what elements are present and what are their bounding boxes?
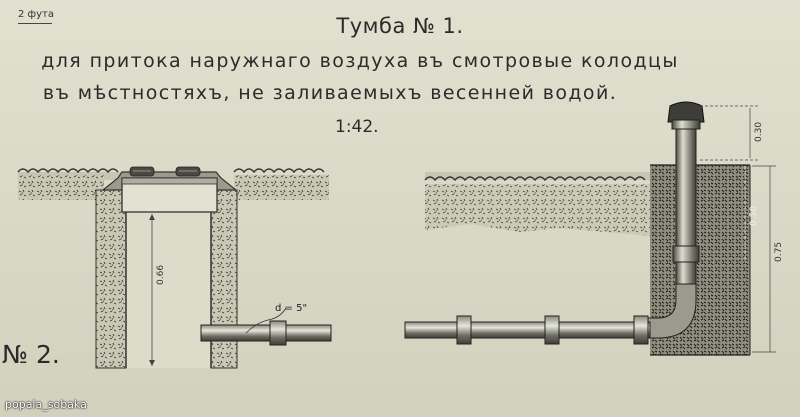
left-figure: 0.66 d = 5" bbox=[17, 166, 332, 369]
watermark: popala_sobaka bbox=[5, 398, 87, 411]
scale-note-rule bbox=[18, 23, 52, 24]
subtitle-line-2: въ мѣстностяхъ, не заливаемыхъ весенней … bbox=[42, 82, 618, 104]
figure-number: № 2. bbox=[2, 340, 60, 369]
scale-note: 2 фута bbox=[18, 9, 54, 20]
subtitle-line-1: для притока наружнаго воздуха въ смотров… bbox=[41, 50, 679, 72]
left-height-label: 0.66 bbox=[156, 265, 166, 285]
right-figure: 0.30 0.50 0.75 bbox=[404, 101, 784, 356]
dim-top-label: 0.30 bbox=[754, 122, 764, 142]
dim-total-label: 0.75 bbox=[774, 242, 784, 262]
dim-mid-label: 0.50 bbox=[749, 206, 759, 226]
page-title: Тумба № 1. bbox=[336, 14, 464, 38]
pipe-diameter-label: d = 5" bbox=[275, 303, 307, 314]
drawing-scale: 1:42. bbox=[335, 117, 379, 137]
